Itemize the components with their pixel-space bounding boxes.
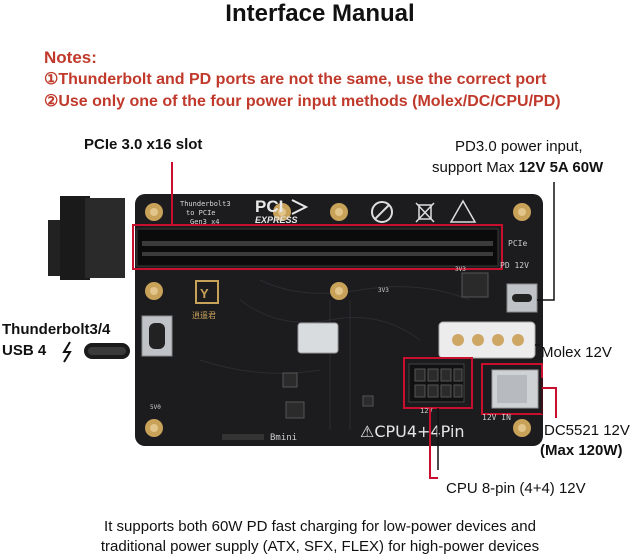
pd-line2-bold: 12V 5A 60W bbox=[518, 159, 604, 176]
weee-bin-icon bbox=[415, 202, 435, 223]
label-pd-line2: support Max 12V 5A 60W bbox=[432, 159, 603, 176]
pin-header bbox=[222, 434, 264, 440]
bmini-silk: Bmini bbox=[270, 433, 297, 443]
pci-express-logo: PCI EXPRESS bbox=[255, 197, 309, 225]
footer-line-1: It supports both 60W PD fast charging fo… bbox=[104, 518, 536, 535]
mounting-holes bbox=[145, 203, 531, 437]
pd-line2-prefix: support Max bbox=[432, 159, 519, 176]
tb-header-text: Thunderbolt3 to PCIe Gen3 x4 bbox=[180, 200, 231, 226]
label-molex: Molex 12V bbox=[541, 344, 612, 361]
brand-logo: Y 逍遥君 bbox=[192, 280, 219, 320]
pcie-side-label: PCIe bbox=[508, 239, 527, 248]
mounting-hole-centers bbox=[150, 208, 526, 432]
footer-line-2: traditional power supply (ATX, SFX, FLEX… bbox=[100, 538, 540, 555]
pcie-slot-callout-box bbox=[132, 224, 503, 270]
silk-3v3-a: 3V3 bbox=[455, 266, 466, 273]
bracket bbox=[48, 196, 125, 280]
label-dc5521: DC5521 12V bbox=[544, 422, 630, 439]
thunderbolt-cable bbox=[62, 341, 130, 363]
svg-text:逍遥君: 逍遥君 bbox=[192, 310, 216, 320]
cpu-silk-label: ⚠CPU4+4Pin bbox=[360, 422, 465, 441]
notes-heading: Notes: bbox=[44, 48, 97, 67]
label-pcie-slot: PCIe 3.0 x16 slot bbox=[84, 136, 203, 153]
label-dc-max: (Max 120W) bbox=[540, 442, 623, 459]
pb-free-icon bbox=[371, 201, 393, 223]
svg-text:Thunderbolt3: Thunderbolt3 bbox=[180, 200, 231, 208]
heatsink bbox=[297, 322, 339, 354]
label-thunderbolt: Thunderbolt3/4 bbox=[2, 321, 111, 338]
warning-triangle-icon bbox=[449, 199, 477, 223]
thunderbolt-usb-c-port bbox=[141, 315, 173, 357]
silk-5v0: 5V0 bbox=[150, 404, 161, 411]
dc5521-jack bbox=[491, 369, 539, 409]
v12in-silk: 12V IN bbox=[482, 413, 511, 422]
svg-text:Gen3 x4: Gen3 x4 bbox=[190, 218, 220, 226]
pcb-traces bbox=[199, 279, 471, 430]
chip-small bbox=[282, 372, 298, 388]
svg-text:PCI: PCI bbox=[255, 197, 283, 216]
chip-small-3 bbox=[362, 395, 374, 407]
svg-text:EXPRESS: EXPRESS bbox=[255, 215, 298, 225]
cpu-8pin-connector bbox=[408, 363, 465, 403]
v12-silk: 12V bbox=[420, 407, 433, 415]
svg-text:to PCIe: to PCIe bbox=[186, 209, 216, 217]
pd12v-silk: PD 12V bbox=[500, 261, 529, 270]
label-usb4: USB 4 bbox=[2, 342, 47, 359]
dc-callout-line bbox=[542, 387, 557, 418]
label-pd-line1: PD3.0 power input, bbox=[455, 138, 583, 155]
chip-pd bbox=[461, 272, 489, 298]
note-item-2: ②Use only one of the four power input me… bbox=[44, 93, 561, 110]
svg-text:Y: Y bbox=[200, 286, 209, 301]
molex-connector bbox=[438, 321, 536, 359]
page-title: Interface Manual bbox=[225, 0, 415, 27]
silk-3v3-b: 3V3 bbox=[378, 287, 389, 294]
note-item-1: ①Thunderbolt and PD ports are not the sa… bbox=[44, 71, 547, 88]
cpu-callout-line bbox=[429, 408, 438, 479]
label-cpu-8pin: CPU 8-pin (4+4) 12V bbox=[446, 480, 586, 497]
chip-small-2 bbox=[285, 401, 305, 419]
pd-usb-c-port bbox=[506, 283, 538, 313]
pcie-slot bbox=[136, 228, 499, 267]
callout-lines bbox=[437, 182, 555, 470]
